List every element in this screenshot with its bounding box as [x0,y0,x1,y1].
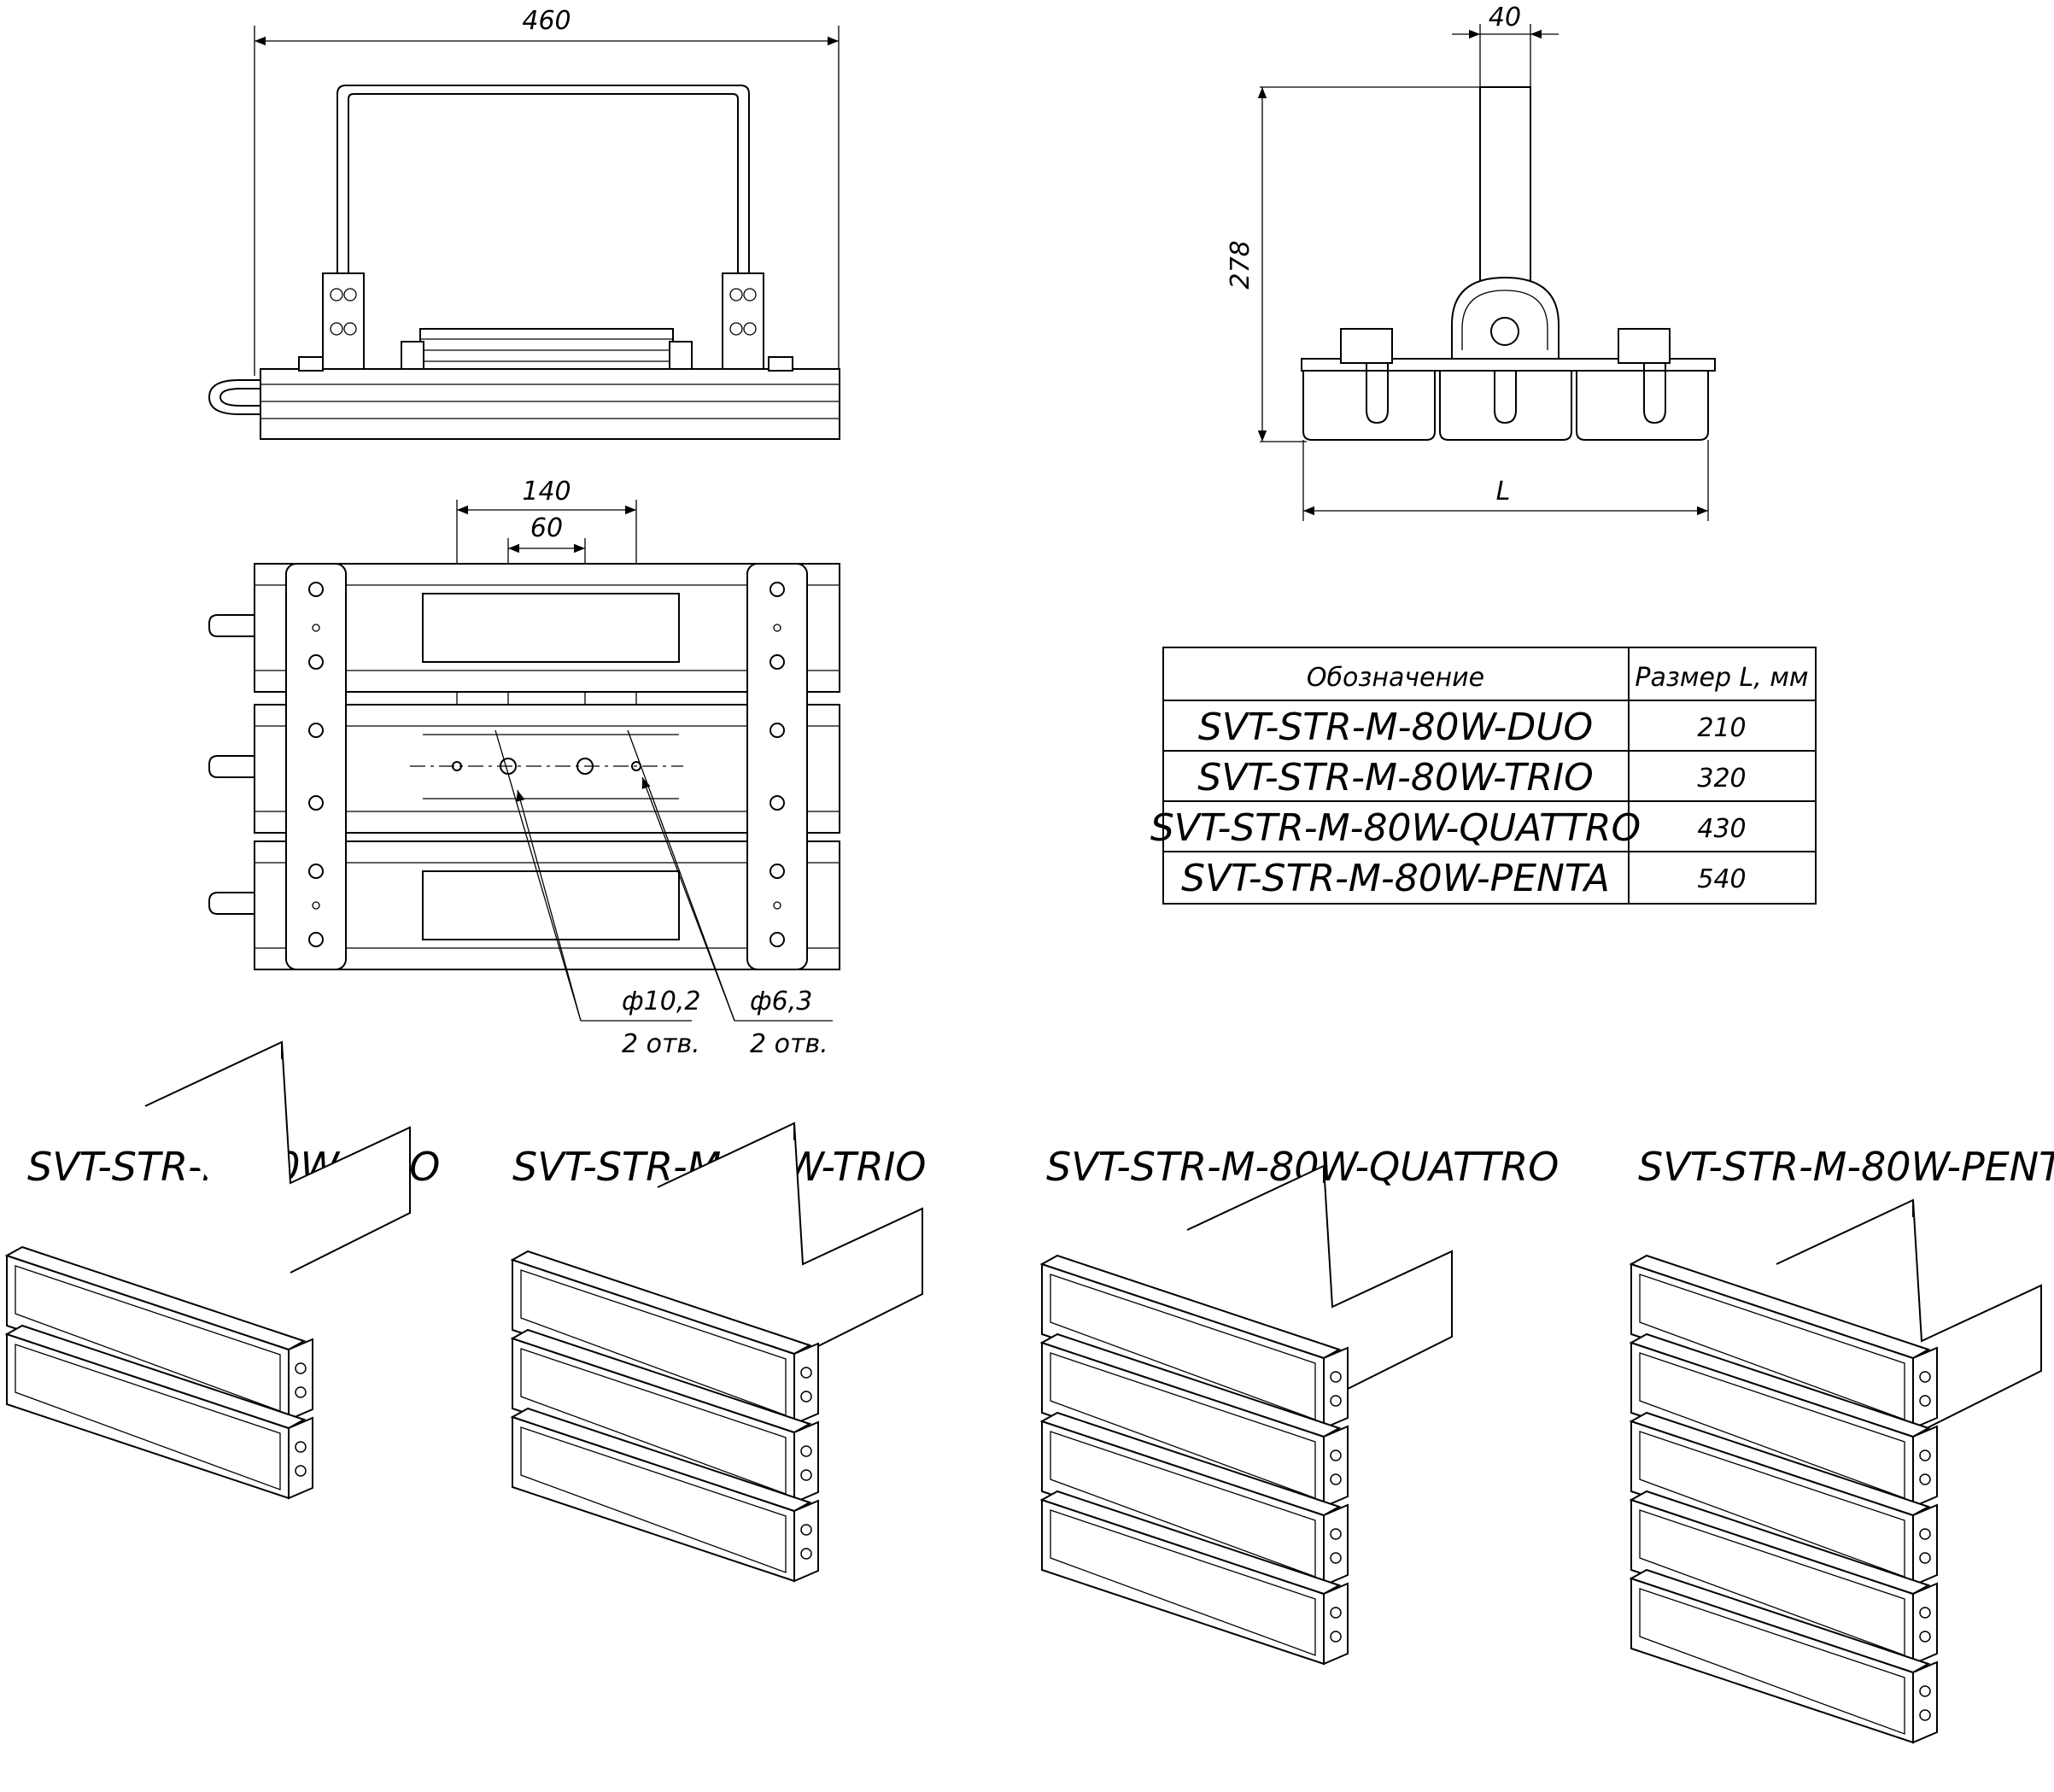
top-module-1 [208,563,840,693]
table-row-name: SVT-STR-M-80W-TRIO [1197,756,1593,799]
profile-1 [1302,328,1436,441]
bracket-frame [336,85,750,359]
iso-bracket [1776,1198,2042,1432]
iso-module [1629,1568,1938,1744]
table-row-size: 320 [1697,764,1746,794]
iso-assembly [1039,1164,1453,1666]
dim-40-label: 40 [1489,3,1521,32]
iso-bracket [1186,1164,1453,1397]
iso-module [1039,1254,1349,1430]
hole-small-dia: ф6,3 [750,987,812,1016]
iso-assembly [1629,1198,2042,1744]
top-module-2 [208,704,840,834]
table-row-name: SVT-STR-M-80W-DUO [1198,706,1593,749]
rail-left [285,563,347,970]
dim-460-label: 460 [522,6,571,36]
iso-module [1039,1490,1349,1666]
table-header-designation: Обозначение [1307,663,1484,693]
side-view: 40 278 L [1226,3,1716,521]
dim-60-label: 60 [530,513,563,543]
table-row-name: SVT-STR-M-80W-PENTA [1181,857,1610,900]
rail-right [746,563,808,970]
iso-bracket [144,1040,411,1274]
top-view: 140 60 [208,477,840,1059]
profile-2 [1439,370,1572,441]
iso-module [510,1407,819,1583]
table-row-size: 210 [1697,713,1746,743]
iso-assembly [510,1121,923,1583]
front-view: 460 [208,6,840,440]
hole-small-count: 2 отв. [750,1029,828,1059]
iso-module [1629,1254,1938,1430]
iso-module [1629,1332,1938,1508]
iso-assembly [4,1040,411,1500]
profile-3 [1576,328,1709,441]
table-header-size: Размер L, мм [1635,663,1808,693]
dim-L-label: L [1496,477,1511,507]
iso-module [1629,1411,1938,1587]
luminaire-body-front [260,368,840,440]
table-row-name: SVT-STR-M-80W-QUATTRO [1150,806,1641,850]
iso-bracket [657,1121,923,1355]
iso-module [1039,1411,1349,1587]
isometric-views [4,1040,2042,1744]
hole-large-dia: ф10,2 [622,987,700,1016]
table-row-size: 430 [1697,814,1746,844]
iso-module [4,1324,313,1500]
size-table: Обозначение Размер L, мм SVT-STR-M-80W-D… [1150,647,1817,905]
dim-278-label: 278 [1226,240,1255,289]
model-label-penta: SVT-STR-M-80W-PENTA [1638,1144,2054,1190]
table-row-size: 540 [1697,864,1746,894]
hole-large-count: 2 отв. [622,1029,700,1059]
dim-140-label: 140 [522,477,571,507]
